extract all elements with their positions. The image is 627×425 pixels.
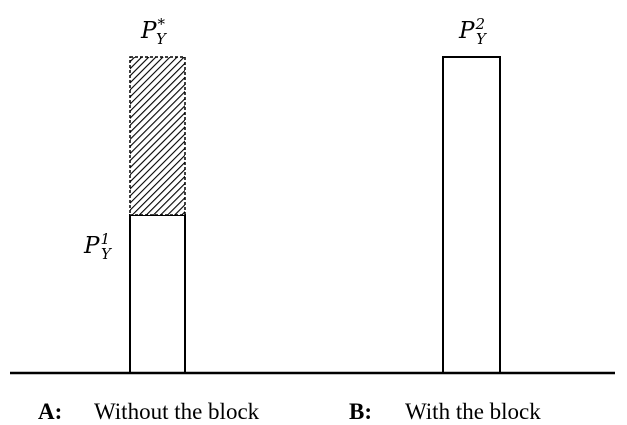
caption-b-key: B: — [349, 399, 372, 424]
caption-b-text: With the block — [405, 399, 541, 424]
caption-a-text: Without the block — [94, 399, 260, 424]
caption-a-key: A: — [38, 399, 62, 424]
bar-a-lower-segment — [129, 214, 186, 374]
bar-b — [442, 56, 501, 374]
label-p-star: P*Y — [140, 15, 168, 48]
bar-a-hatched-segment — [129, 56, 186, 216]
